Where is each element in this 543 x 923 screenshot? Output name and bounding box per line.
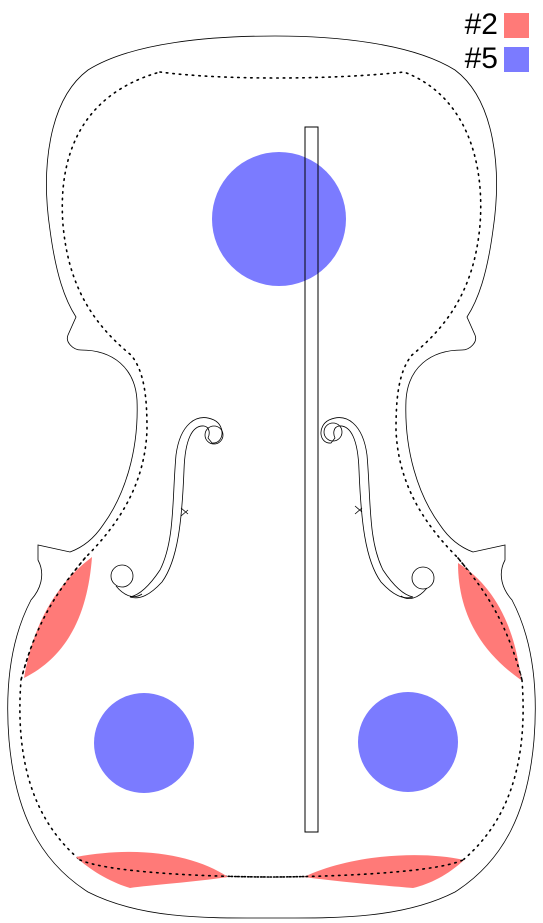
legend-label-2: #2: [464, 8, 498, 41]
legend-item-2: #2: [465, 10, 529, 40]
region-2-bottom-left: [76, 851, 228, 888]
right-f-hole: [320, 417, 435, 599]
legend-swatch-2: [504, 12, 529, 38]
bass-bar: [304, 126, 319, 833]
legend-label-5: #5: [464, 42, 498, 75]
region-2-left-cbout: [24, 557, 92, 678]
purfling-overlay: [20, 557, 523, 878]
left-f-hole: [110, 417, 224, 599]
legend-item-5: #5: [465, 44, 529, 74]
region-5-lower-left: [94, 693, 194, 793]
region-2-right-cbout: [458, 563, 521, 680]
region-5-upper: [212, 152, 346, 286]
region-2-bottom-right: [304, 855, 464, 888]
violin-body-outline: [7, 35, 536, 919]
region-5-lower-right: [358, 692, 458, 792]
legend-swatch-5: [504, 46, 529, 72]
